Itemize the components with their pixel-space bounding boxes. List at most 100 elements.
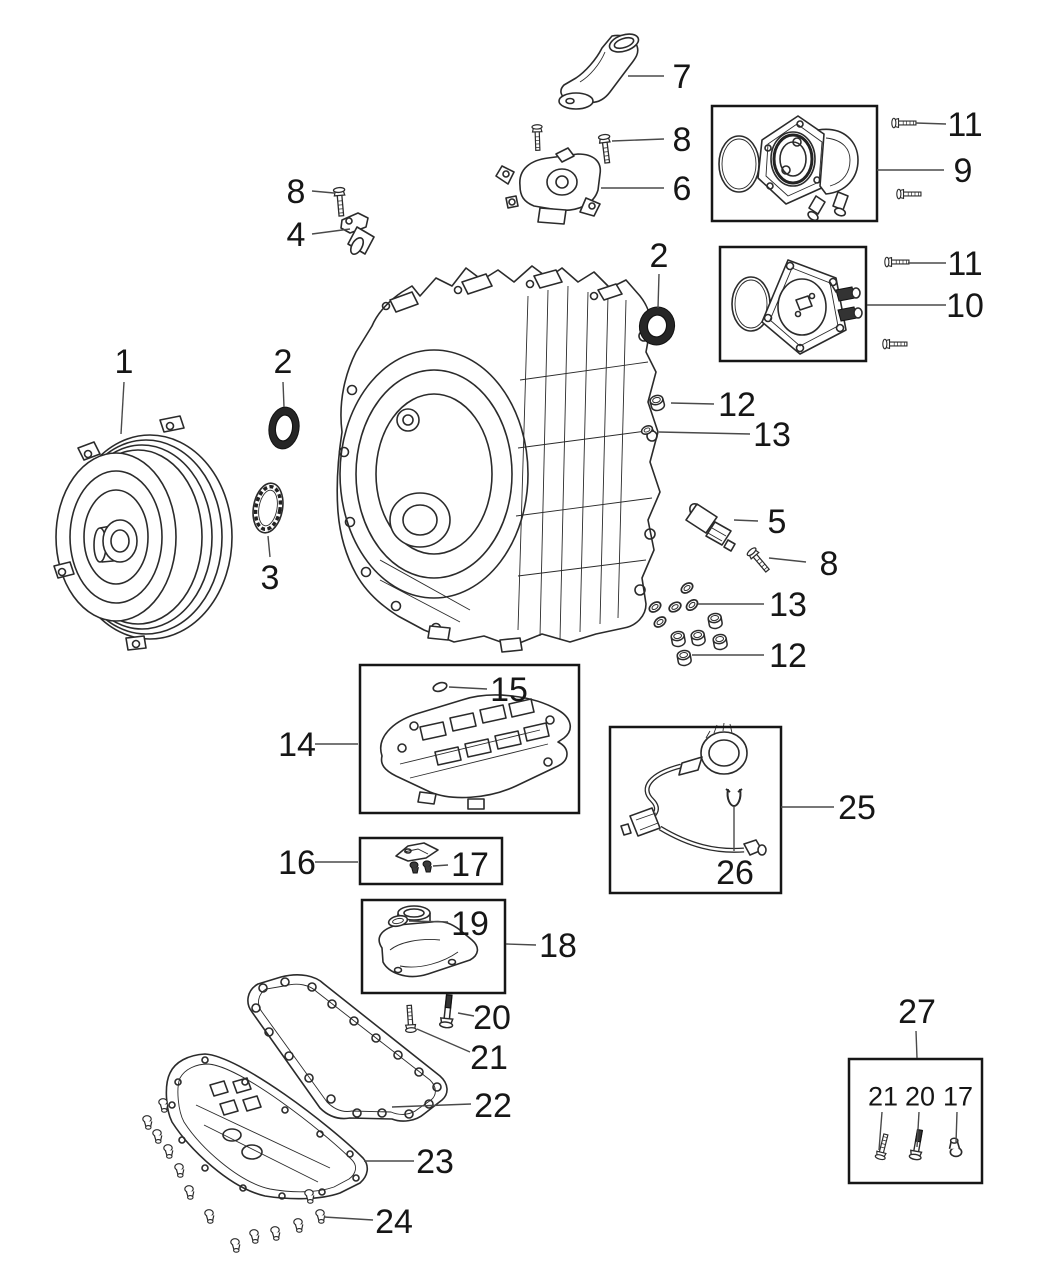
output-seal-drawing: [252, 482, 284, 534]
part-number-1: 1: [115, 343, 134, 381]
leader-line-21: [416, 1028, 471, 1053]
wiring-harness-box: [608, 725, 783, 895]
part-number-19: 19: [451, 905, 489, 943]
part-number-13: 13: [753, 416, 791, 454]
part-number-5: 5: [768, 503, 787, 541]
bracket-drawing: [395, 842, 439, 862]
leader-line-8: [768, 557, 807, 563]
bolt-icon: [745, 545, 773, 575]
part-number-8: 8: [673, 121, 692, 159]
part-number-4: 4: [287, 216, 306, 254]
valve-body-drawing: [379, 694, 571, 810]
leader-line-21: [878, 1111, 883, 1151]
part-number-20: 20: [905, 1082, 935, 1112]
part-number-21: 21: [470, 1039, 508, 1077]
leader-line-5: [733, 519, 759, 522]
valve-body-oring-icon: [432, 681, 448, 693]
filter-oring-icon: [387, 914, 409, 928]
assembly-boxes: [358, 104, 984, 1185]
part-number-12: 12: [718, 386, 756, 424]
seal-ring-set-drawing: [646, 580, 701, 630]
filler-tube-drawing: [558, 33, 640, 110]
part-number-6: 6: [673, 170, 692, 208]
part-number-24: 24: [375, 1203, 413, 1241]
oil-pan-drawing: [165, 1053, 369, 1200]
part-number-8: 8: [287, 173, 306, 211]
part-number-12: 12: [769, 637, 807, 675]
leader-line-15: [448, 686, 488, 690]
bolt-icon: [438, 993, 457, 1030]
part-number-25: 25: [838, 789, 876, 827]
leader-line-11: [915, 122, 947, 125]
leader-line-17: [432, 864, 449, 867]
bolt-icon: [884, 256, 910, 268]
transmission-case-drawing: [336, 265, 661, 653]
pan-gasket-drawing: [247, 974, 448, 1122]
part-number-22: 22: [474, 1087, 512, 1125]
bolt-icon: [891, 117, 917, 129]
leader-line-12: [670, 402, 715, 405]
cover-plate-drawing: [731, 259, 863, 355]
part-number-2: 2: [650, 237, 669, 275]
plug-set-drawing: [669, 611, 729, 668]
part-number-11: 11: [947, 245, 982, 283]
front-seal-drawing: [268, 406, 300, 450]
leader-line-20: [457, 1012, 475, 1017]
leader-line-2: [282, 381, 285, 408]
part-number-10: 10: [946, 287, 984, 325]
leader-line-22: [391, 1103, 472, 1108]
part-number-17: 17: [451, 846, 489, 884]
part-number-13: 13: [769, 586, 807, 624]
part-number-8: 8: [820, 545, 839, 583]
part-number-15: 15: [490, 671, 528, 709]
leader-line-19: [408, 920, 449, 923]
part-number-20: 20: [473, 999, 511, 1037]
leader-line-3: [267, 535, 271, 558]
bracket-kit-box: [358, 836, 504, 886]
leader-line-4: [311, 228, 351, 235]
bolt-icon: [531, 123, 544, 152]
leader-line-8: [311, 190, 335, 194]
bolt-icon: [874, 1132, 892, 1162]
harness-clip-drawing: [725, 788, 743, 808]
part-number-16: 16: [278, 844, 316, 882]
leader-line-17: [955, 1111, 958, 1144]
shift-actuator-drawing: [495, 147, 602, 225]
leader-line-18: [505, 943, 537, 946]
screw-icon: [409, 861, 419, 874]
screw-icon: [422, 860, 432, 873]
part-number-17: 17: [943, 1082, 973, 1112]
leader-line-2: [657, 273, 660, 309]
part-number-2: 2: [274, 343, 293, 381]
valve-body-box: [358, 663, 581, 815]
bolt-icon: [882, 338, 908, 350]
bolt-kit-box: [847, 1057, 984, 1185]
output-speed-sensor-drawing: [685, 503, 736, 552]
oil-filter-drawing: [378, 905, 479, 978]
part-number-21: 21: [868, 1082, 898, 1112]
pump-assembly-box: [710, 104, 879, 223]
leader-line-24: [323, 1216, 374, 1221]
leader-line-8: [611, 138, 665, 142]
leader-line-20: [916, 1111, 920, 1148]
oil-filter-box: [360, 898, 507, 995]
bolt-icon: [597, 133, 614, 165]
leader-line-1: [120, 381, 125, 435]
pump-assembly-drawing: [718, 115, 859, 222]
axle-seal-drawing: [638, 306, 676, 346]
bolt-icon: [332, 186, 348, 218]
part-number-14: 14: [278, 726, 316, 764]
torque-converter-drawing: [53, 415, 233, 651]
plug-icon: [648, 393, 667, 413]
part-number-11: 11: [947, 106, 982, 144]
part-number-18: 18: [539, 927, 577, 965]
part-number-27: 27: [898, 993, 936, 1031]
input-speed-sensor-drawing: [340, 212, 375, 255]
bolt-icon: [403, 1004, 418, 1034]
cover-plate-box: [718, 245, 868, 363]
bolt-icon: [896, 188, 922, 200]
leader-line-13: [658, 431, 751, 435]
part-number-26: 26: [716, 854, 754, 892]
